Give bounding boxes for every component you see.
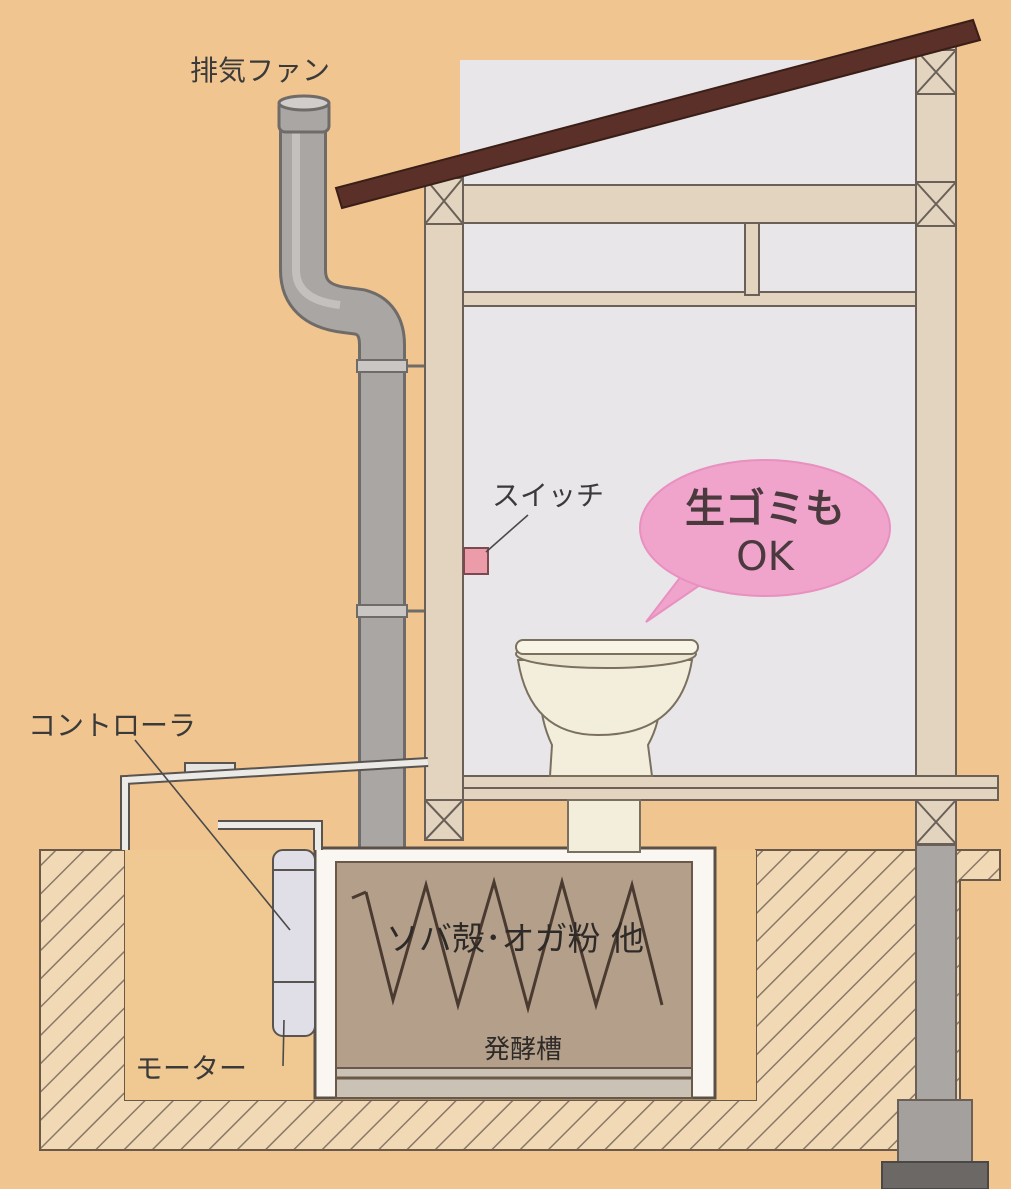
switch-icon	[463, 547, 489, 575]
controller-label: コントローラ	[28, 709, 196, 742]
mixing-blades	[364, 876, 664, 1014]
roof	[334, 18, 982, 210]
switch-label: スイッチ	[492, 479, 604, 512]
fermentation-tank	[313, 846, 717, 1100]
exhaust-pipe	[277, 94, 428, 850]
motor-icon	[272, 849, 316, 1037]
exhaust-fan-label: 排気ファン	[190, 54, 330, 87]
tank-contents-label: ソバ殻･オガ粉 他	[386, 919, 644, 958]
leader-lines	[134, 514, 529, 1067]
motor-label: モーター	[135, 1052, 247, 1085]
toilet-bowl-icon	[515, 639, 699, 853]
support-pillar	[881, 844, 989, 1189]
controller-icon	[120, 757, 429, 850]
speech-bubble-line-2: OK	[736, 534, 795, 580]
speech-bubble: 生ゴミも OK	[639, 459, 891, 623]
speech-bubble-line-1: 生ゴミも	[685, 486, 845, 532]
fermentation-tank-label: 発酵槽	[484, 1035, 562, 1065]
